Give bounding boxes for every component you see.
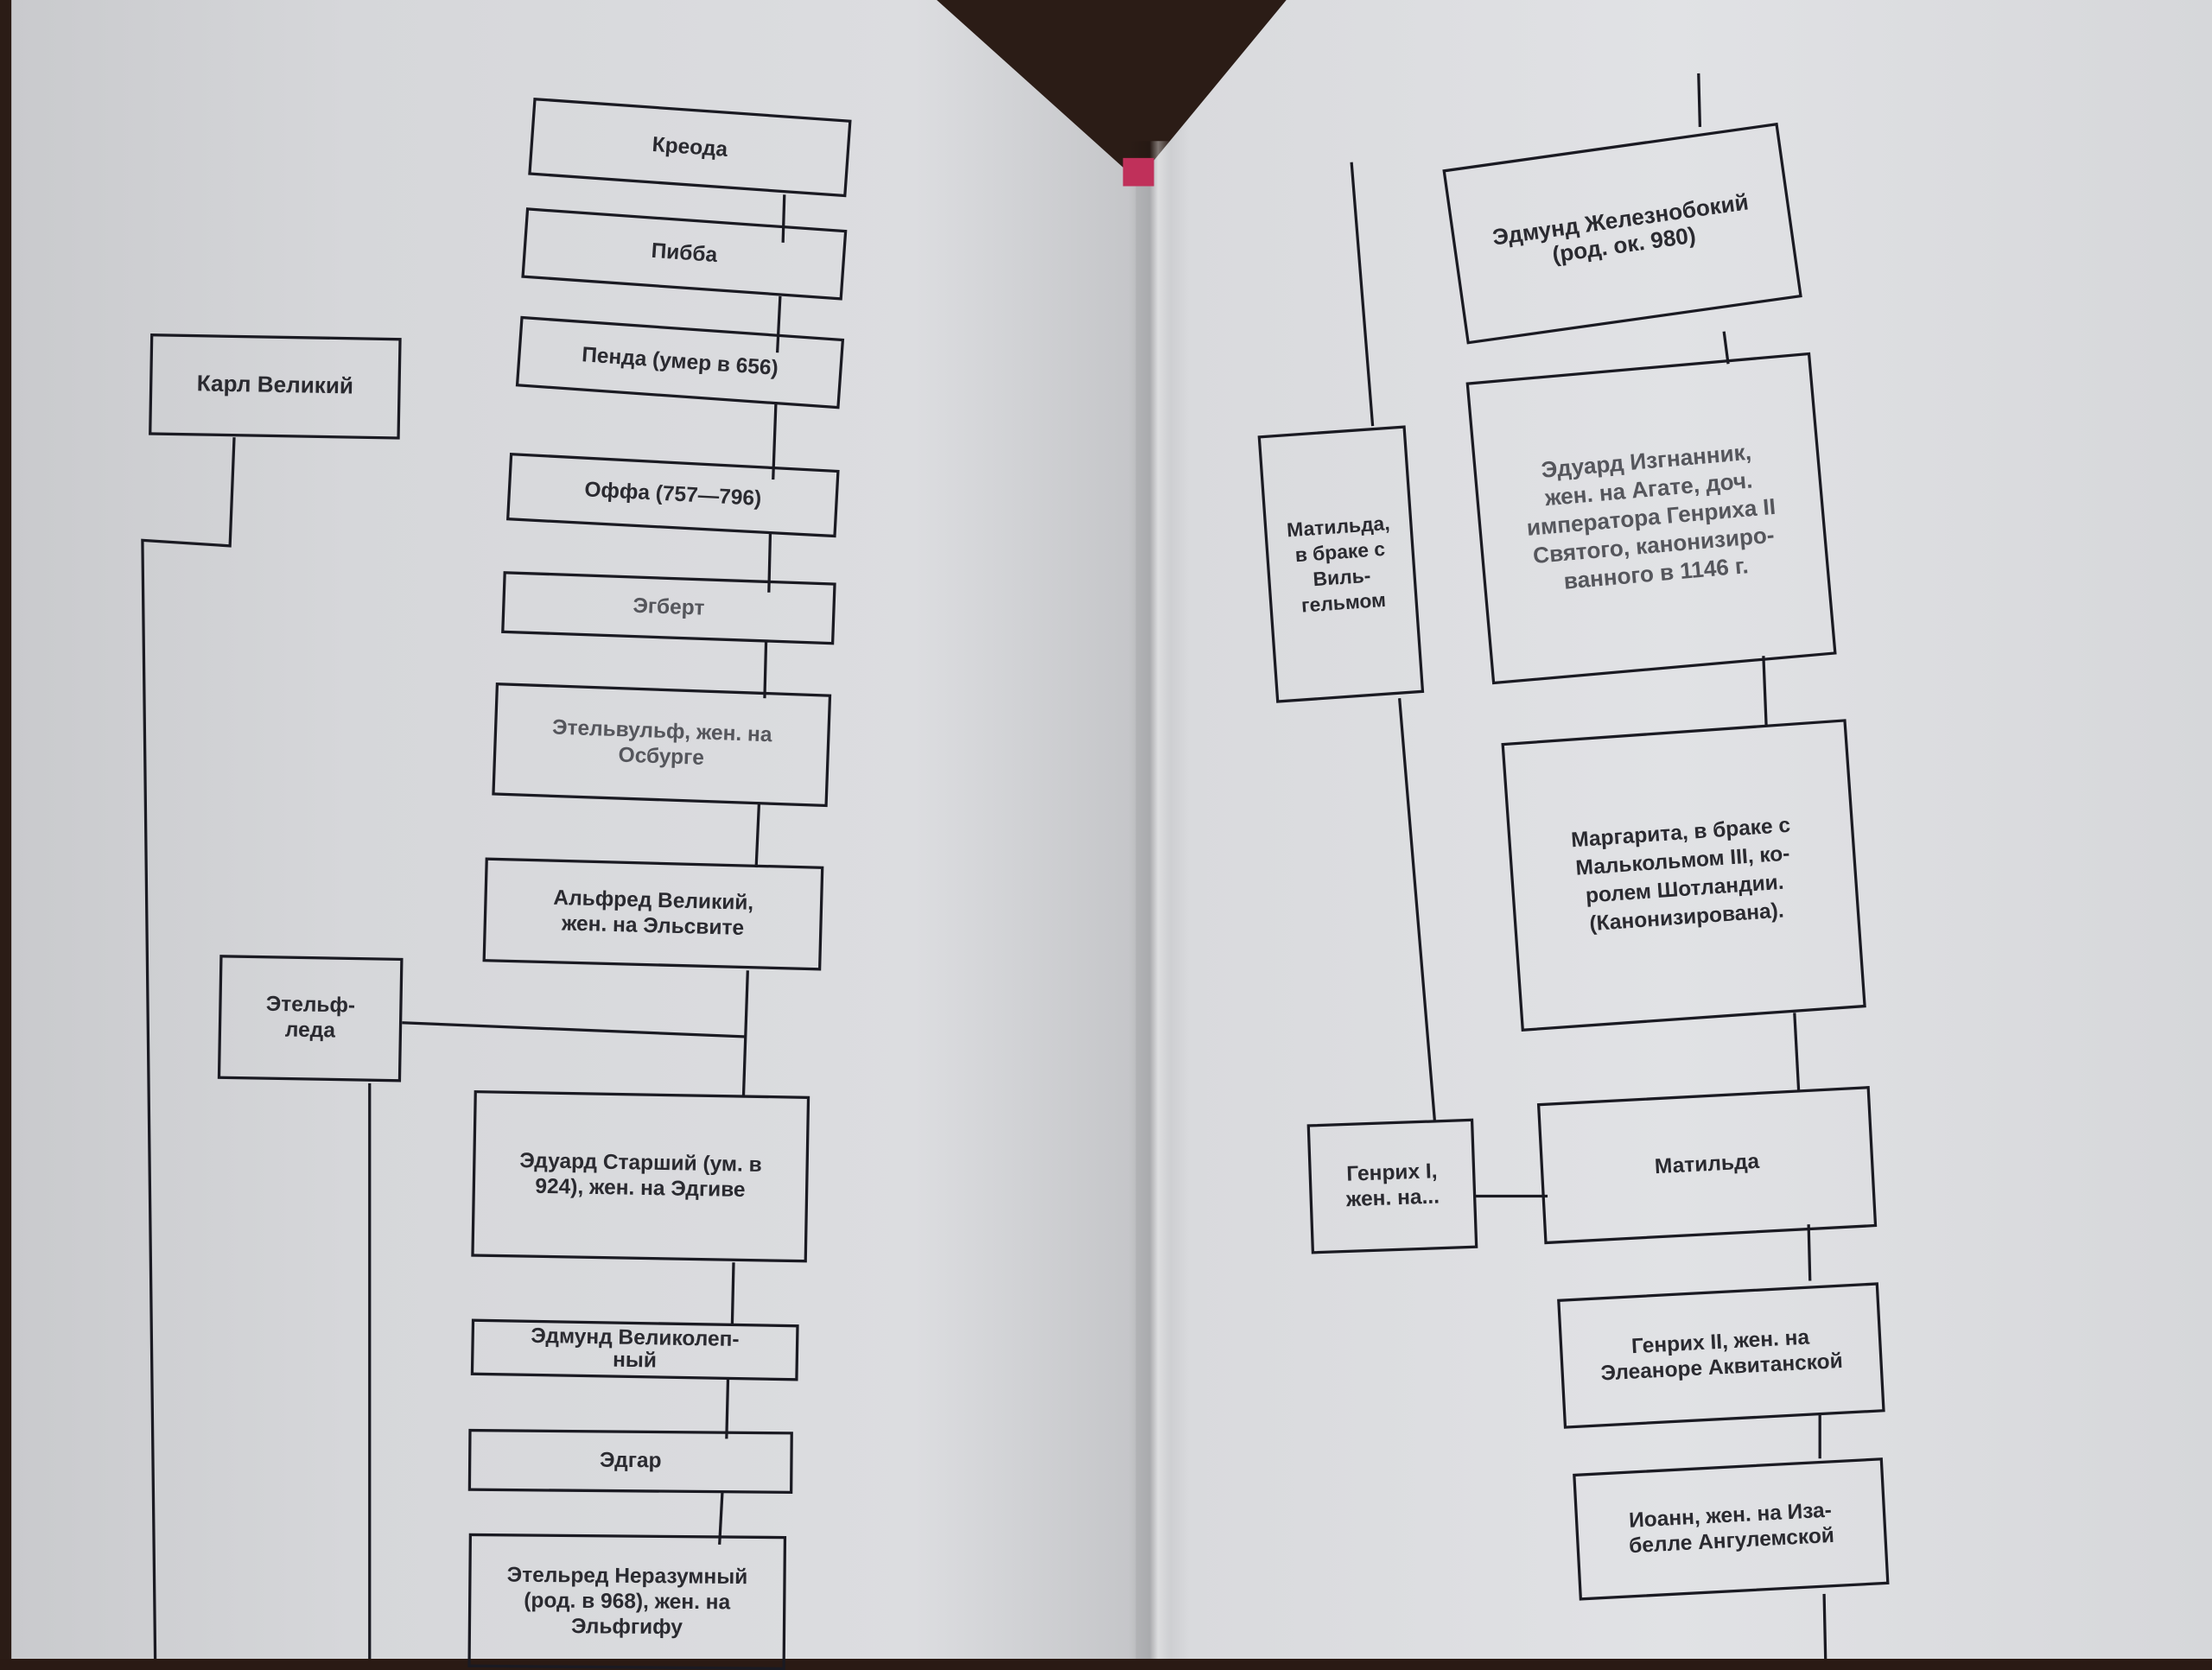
- connector: [718, 1492, 724, 1545]
- connector: [1697, 73, 1702, 127]
- node-label: Эльфгифу: [570, 1614, 683, 1639]
- node-label: ный: [612, 1348, 658, 1374]
- connector: [767, 533, 772, 593]
- connector: [754, 803, 761, 868]
- connector: [1762, 656, 1768, 727]
- node-label: Этельф-: [265, 992, 356, 1019]
- node-label: жен. на...: [1345, 1184, 1440, 1212]
- node-label: Карл Великий: [196, 372, 354, 400]
- right-page: [1135, 0, 2212, 1660]
- node-label: Эгберт: [632, 594, 705, 621]
- node-label: Креода: [651, 131, 728, 162]
- bookmark-ribbon: [1122, 157, 1154, 187]
- node-label: Генрих I,: [1345, 1159, 1438, 1187]
- node-label: жен. на Эльсвите: [561, 911, 745, 941]
- node-label: Осбурге: [618, 743, 705, 771]
- node-ethelred: Этельред Неразумный (род. в 968), жен. н…: [467, 1533, 787, 1670]
- connector: [775, 295, 782, 353]
- connector: [1722, 331, 1730, 365]
- connector: [1822, 1593, 1827, 1660]
- node-label: гельмом: [1300, 587, 1387, 617]
- node-label: Этельвульф, жен. на: [551, 715, 772, 747]
- connector: [763, 641, 768, 699]
- node-label: Матильда: [1654, 1149, 1760, 1179]
- node-label: Пенда (умер в 656): [581, 342, 779, 381]
- connector: [781, 194, 786, 243]
- node-label: Этельред Неразумный: [506, 1562, 748, 1589]
- node-label: Оффа (757—796): [583, 478, 762, 511]
- connector: [1398, 698, 1437, 1122]
- node-edward-elder: Эдуард Старший (ум. в 924), жен. на Эдги…: [471, 1089, 810, 1263]
- node-label: леда: [284, 1018, 336, 1044]
- connector: [1350, 162, 1375, 427]
- node-ethelfleda: Этельф- леда: [217, 955, 404, 1083]
- connector: [1807, 1224, 1812, 1281]
- node-edward-exile: Эдуард Изгнанник, жен. на Агате, доч. им…: [1465, 352, 1837, 685]
- node-edgar: Эдгар: [467, 1428, 793, 1495]
- connector: [772, 402, 778, 480]
- node-label: Эдгар: [599, 1448, 662, 1473]
- node-label: (род. в 968), жен. на: [524, 1588, 731, 1615]
- book-gutter: [1128, 141, 1172, 1660]
- node-label: Виль-: [1312, 563, 1372, 591]
- connector: [1793, 1013, 1801, 1092]
- connector: [730, 1262, 735, 1326]
- node-label: Пибба: [650, 238, 719, 268]
- connector: [741, 970, 749, 1098]
- node-alfred: Альфред Великий, жен. на Эльсвите: [482, 857, 824, 971]
- connector: [402, 1021, 747, 1038]
- node-label: 924), жен. на Эдгиве: [535, 1174, 746, 1203]
- node-henry2: Генрих II, жен. на Элеаноре Аквитанской: [1557, 1282, 1885, 1429]
- node-matilda-william: Матильда, в браке с Виль- гельмом: [1257, 425, 1425, 703]
- connector: [141, 437, 236, 1660]
- node-margaret: Маргарита, в браке с Малькольмом III, ко…: [1501, 719, 1866, 1032]
- node-matilda: Матильда: [1536, 1086, 1878, 1245]
- node-ethelwulf: Этельвульф, жен. на Осбурге: [492, 683, 832, 808]
- node-label: в браке с: [1294, 537, 1386, 567]
- connector: [725, 1379, 730, 1439]
- node-charlemagne: Карл Великий: [149, 333, 402, 440]
- node-edmund: Эдмунд Великолеп- ный: [470, 1318, 799, 1381]
- node-john: Иоанн, жен. на Иза- белле Ангулемской: [1573, 1457, 1890, 1601]
- node-henry1: Генрих I, жен. на...: [1306, 1118, 1478, 1254]
- node-egbert: Эгберт: [501, 571, 836, 645]
- left-page: [11, 0, 1141, 1660]
